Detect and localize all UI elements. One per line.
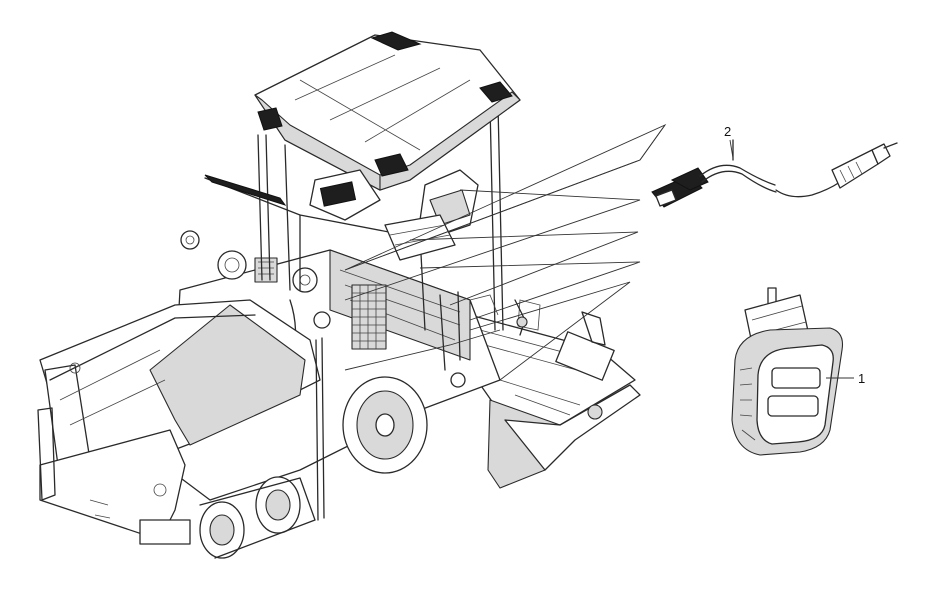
asphalt-paver-illustration: [37, 31, 641, 559]
canopy-frame: [204, 104, 504, 331]
callout-2: 2: [724, 124, 734, 159]
screed-unit: [469, 299, 641, 489]
work-lamp-part: [731, 287, 844, 456]
side-rails: [315, 291, 528, 521]
lamp-cable-part: [651, 139, 898, 208]
callout-number-1: 1: [858, 371, 865, 386]
callout-1: 1: [826, 371, 865, 386]
canopy-roof: [254, 31, 521, 191]
undercarriage: [199, 376, 428, 559]
callout-number-2: 2: [724, 124, 731, 139]
hopper: [37, 299, 321, 545]
leader-lines: [344, 123, 667, 381]
operator-station: [309, 169, 479, 261]
